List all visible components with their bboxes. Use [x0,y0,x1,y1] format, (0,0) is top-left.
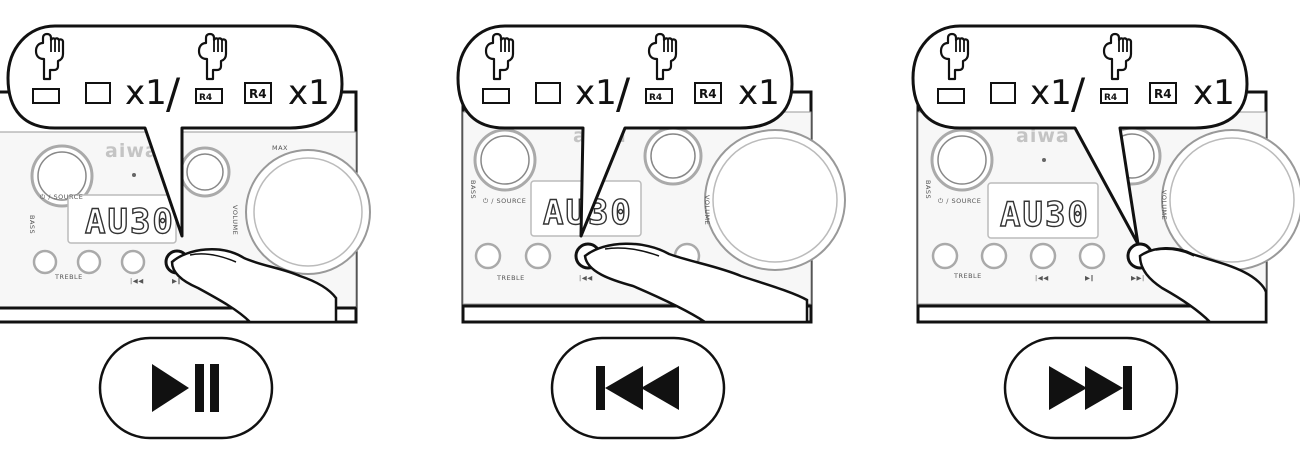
treble-label: TREBLE [953,272,982,280]
treble-up-button[interactable] [524,242,552,270]
skip-previous-icon [596,366,679,410]
play-pause-glyph: ▶‖ [172,277,181,285]
remote-key-pressed-label: R4 [649,93,662,103]
unit-press-count: x1 [575,73,617,113]
unit-key-icon [535,82,561,104]
remote-key-pressed-label: R4 [199,93,212,103]
finger-pressing [170,248,338,324]
previous-glyph: |◀◀ [1035,274,1049,282]
callout-bubble [456,24,794,238]
bass-label: BASS [924,180,932,199]
finger-pressing [583,242,809,324]
play-pause-glyph: ▶‖ [1085,274,1094,282]
remote-key-pressed [1100,88,1128,104]
treble-label: TREBLE [54,273,83,281]
previous-glyph: |◀◀ [130,277,144,285]
step-illustration: aiwa AU30 ⏻ / SOURCE BASS VOLUME TREBLE … [456,24,846,440]
volume-label: VOLUME [703,195,711,225]
remote-key-icon [244,82,272,104]
lcd-display [987,182,1099,239]
step-illustration: aiwa AU30 ⏻ / SOURCE BASS VOLUME TREBLE … [911,24,1300,440]
bass-label: BASS [28,215,36,234]
remote-press-count: x1 [288,73,330,113]
treble-down-button[interactable] [474,242,502,270]
unit-key-pressed [32,88,60,104]
treble-down-button[interactable] [931,242,959,270]
brand-logo: aiwa [105,140,159,162]
remote-key-label: R4 [1154,87,1172,101]
skip-next-icon [1049,366,1132,410]
treble-up-button[interactable] [76,249,102,275]
source-label: ⏻ / SOURCE [40,193,83,201]
unit-key-icon [990,82,1016,104]
source-label: ⏻ / SOURCE [483,197,526,205]
remote-key-icon [1149,82,1177,104]
unit-press-count: x1 [1030,73,1072,113]
remote-key-icon [694,82,722,104]
brand-logo: aiwa [1016,125,1070,147]
separator: / [166,69,181,118]
step-panel-previous: aiwa AU30 ⏻ / SOURCE BASS VOLUME TREBLE … [455,0,846,467]
play-pause-icon [152,364,219,412]
step-panel-play-pause: aiwa AU30 ⏻ / SOURCE BASS VOLUME MAX TRE… [0,0,371,467]
unit-press-count: x1 [125,73,167,113]
separator: / [616,69,631,118]
play-pause-button[interactable] [1078,242,1106,270]
previous-button[interactable] [120,249,146,275]
display-readout: AU30 [1000,195,1090,235]
callout-bubble [6,24,344,238]
remote-press-count: x1 [1193,73,1235,113]
remote-key-pressed-label: R4 [1104,93,1117,103]
unit-key-pressed [937,88,965,104]
bass-label: BASS [469,180,477,199]
display-readout: AU30 [85,202,175,242]
previous-button[interactable] [1029,242,1057,270]
unit-key-pressed [482,88,510,104]
remote-key-pressed [645,88,673,104]
remote-key-label: R4 [699,87,717,101]
source-label: ⏻ / SOURCE [938,197,981,205]
treble-up-button[interactable] [980,242,1008,270]
finger-pressing [1138,247,1268,324]
remote-key-label: R4 [249,87,267,101]
next-glyph: ▶▶| [1131,274,1145,282]
callout-bubble [911,24,1249,246]
treble-label: TREBLE [496,274,525,282]
volume-label: VOLUME [1160,190,1168,220]
step-illustration: aiwa AU30 ⏻ / SOURCE BASS VOLUME MAX TRE… [0,24,371,440]
step-panel-next: aiwa AU30 ⏻ / SOURCE BASS VOLUME TREBLE … [910,0,1300,467]
unit-key-icon [85,82,111,104]
remote-press-count: x1 [738,73,780,113]
max-label: MAX [272,144,288,152]
volume-label: VOLUME [231,205,239,235]
previous-glyph: |◀◀ [579,274,593,282]
treble-down-button[interactable] [32,249,58,275]
separator: / [1071,69,1086,118]
remote-key-pressed [195,88,223,104]
